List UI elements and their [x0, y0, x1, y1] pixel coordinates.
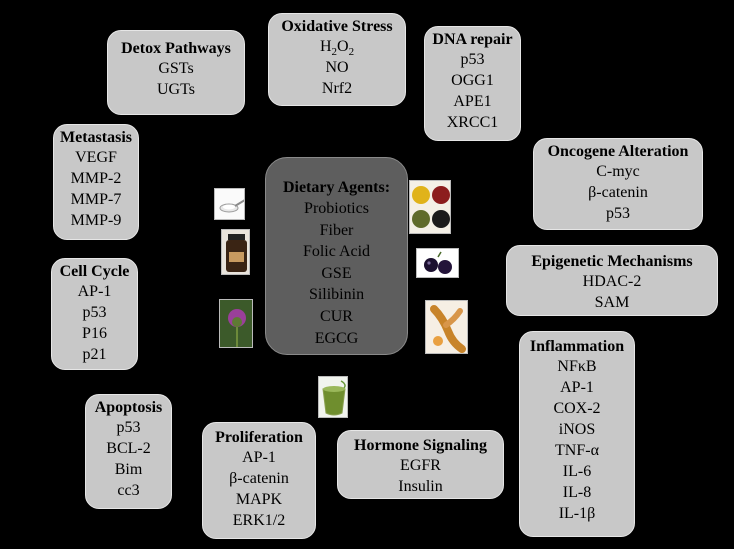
- agent-silibinin: Silibinin: [308, 286, 365, 304]
- metastasis-item: MMP-7: [70, 191, 122, 208]
- detox-pathways-title: Detox Pathways: [121, 40, 231, 57]
- green-tea-icon: [318, 376, 348, 418]
- arrow-to-detox: [200, 118, 273, 164]
- inflammation-item: NFκB: [557, 358, 597, 375]
- inflammation-item: TNF-α: [555, 442, 599, 459]
- inflammation-item: IL-1β: [558, 505, 596, 522]
- metastasis-title: Metastasis: [60, 129, 132, 146]
- cell-cycle-item: p53: [82, 304, 107, 321]
- oncogene-alteration-title: Oncogene Alteration: [547, 143, 689, 160]
- apoptosis-item: Bim: [114, 461, 143, 478]
- connector-probiotics-image: [243, 205, 265, 208]
- proliferation-item: β-catenin: [229, 470, 289, 487]
- epigenetic-mechanisms-title: Epigenetic Mechanisms: [531, 253, 693, 270]
- detox-item: UGTs: [157, 81, 195, 98]
- hormone-item: Insulin: [398, 478, 443, 495]
- cell-cycle-box: Cell Cycle AP-1 p53 P16 p21: [51, 258, 138, 370]
- epigenetic-item: SAM: [594, 294, 630, 311]
- arrow-to-hormone: [368, 354, 408, 432]
- cell-cycle-item: AP-1: [77, 283, 112, 300]
- inflammation-item: AP-1: [560, 379, 594, 396]
- dna-repair-item: OGG1: [451, 72, 494, 89]
- oxidative-item: NO: [325, 59, 349, 76]
- inflammation-title: Inflammation: [529, 338, 625, 355]
- cell-cycle-item: p21: [82, 346, 107, 363]
- dna-repair-title: DNA repair: [432, 31, 513, 48]
- detox-item: GSTs: [158, 60, 194, 77]
- apoptosis-title: Apoptosis: [94, 399, 163, 416]
- milk-thistle-icon: [219, 299, 253, 348]
- dna-repair-box: DNA repair p53 OGG1 APE1 XRCC1: [424, 26, 521, 141]
- cell-cycle-title: Cell Cycle: [59, 263, 130, 280]
- apoptosis-item: BCL-2: [106, 440, 151, 457]
- dietary-agents-title: Dietary Agents:: [282, 179, 391, 196]
- agent-folic-acid: Folic Acid: [302, 243, 371, 261]
- turmeric-root-icon: [425, 300, 468, 354]
- inflammation-item: COX-2: [553, 400, 601, 417]
- agent-egcg: EGCG: [314, 329, 359, 347]
- arrow-to-inflammation: [407, 350, 514, 384]
- inflammation-box: Inflammation NFκB AP-1 COX-2 iNOS TNF-α …: [519, 331, 635, 537]
- folic-acid-bottle-icon: [221, 229, 250, 275]
- fiber-seeds-icon: [409, 180, 451, 234]
- proliferation-item: AP-1: [242, 449, 276, 466]
- inflammation-item: iNOS: [558, 421, 596, 438]
- metastasis-item: MMP-2: [70, 170, 122, 187]
- apoptosis-box: Apoptosis p53 BCL-2 Bim cc3: [85, 394, 172, 509]
- inflammation-item: IL-8: [562, 484, 592, 501]
- agent-cur: CUR: [320, 307, 353, 325]
- oncogene-alteration-box: Oncogene Alteration C-myc β-catenin p53: [533, 138, 703, 230]
- proliferation-item: MAPK: [235, 491, 283, 508]
- oxidative-item-h2o2: H2O2: [319, 38, 355, 59]
- hormone-signaling-box: Hormone Signaling EGFR Insulin: [337, 430, 504, 499]
- detox-pathways-box: Detox Pathways GSTs UGTs: [107, 30, 245, 115]
- oncogene-item: C-myc: [596, 163, 640, 180]
- hormone-item: EGFR: [400, 457, 441, 474]
- proliferation-item: ERK1/2: [232, 512, 286, 529]
- arrow-to-apoptosis: [172, 346, 277, 396]
- dna-repair-item: p53: [460, 51, 485, 68]
- grapes-icon: [416, 248, 459, 278]
- metastasis-box: Metastasis VEGF MMP-2 MMP-7 MMP-9: [53, 124, 139, 240]
- hormone-signaling-title: Hormone Signaling: [354, 437, 487, 454]
- dna-repair-item: XRCC1: [446, 114, 499, 131]
- dietary-agents-center: Dietary Agents: Probiotics Fiber Folic A…: [265, 157, 408, 355]
- epigenetic-mechanisms-box: Epigenetic Mechanisms HDAC-2 SAM: [506, 245, 718, 316]
- epigenetic-item: HDAC-2: [582, 273, 642, 290]
- metastasis-item: VEGF: [75, 149, 117, 166]
- probiotic-powder-icon: [214, 188, 245, 220]
- agent-gse: GSE: [321, 264, 352, 282]
- arrow-to-dna-repair: [399, 138, 438, 161]
- oncogene-item: β-catenin: [588, 184, 648, 201]
- agent-probiotics: Probiotics: [304, 200, 369, 217]
- apoptosis-item: p53: [116, 419, 141, 436]
- arrow-to-proliferation: [252, 354, 304, 423]
- inflammation-item: IL-6: [562, 463, 592, 480]
- metastasis-item: MMP-9: [70, 212, 122, 229]
- apoptosis-item: cc3: [117, 482, 140, 499]
- cell-cycle-item: P16: [82, 325, 107, 342]
- agent-fiber: Fiber: [319, 221, 354, 239]
- proliferation-title: Proliferation: [215, 429, 303, 446]
- oxidative-stress-title: Oxidative Stress: [281, 18, 393, 35]
- oncogene-item: p53: [606, 205, 630, 222]
- dna-repair-item: APE1: [453, 93, 492, 110]
- oxidative-item: Nrf2: [321, 80, 353, 97]
- proliferation-box: Proliferation AP-1 β-catenin MAPK ERK1/2: [202, 422, 316, 539]
- oxidative-stress-box: Oxidative Stress H2O2 NO Nrf2: [268, 13, 406, 106]
